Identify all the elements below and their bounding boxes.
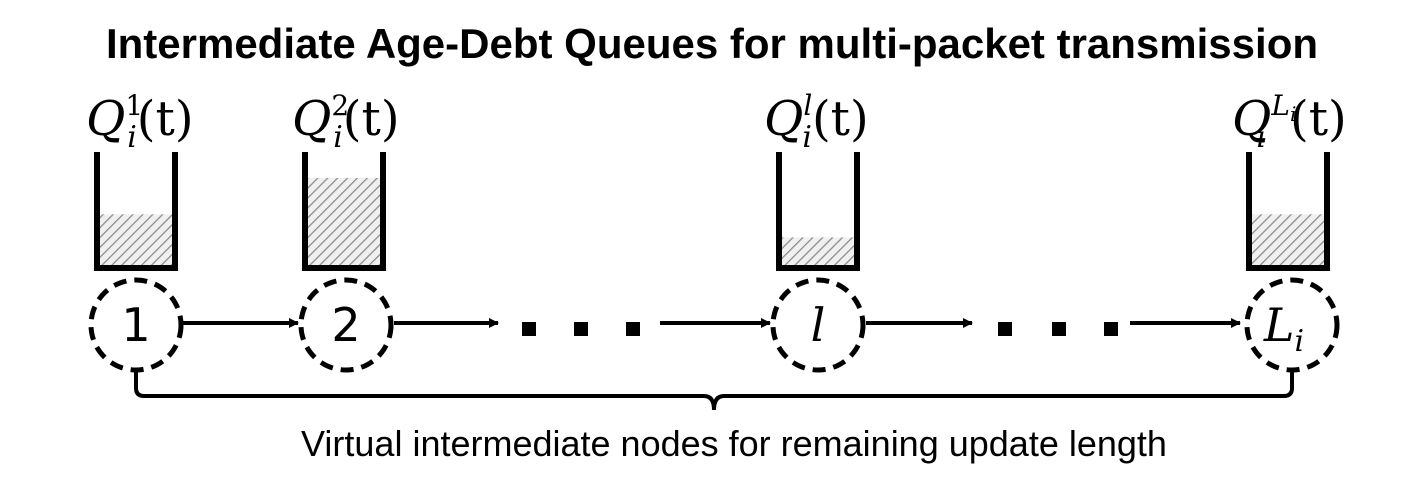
queue-outline-3 xyxy=(776,152,860,271)
queue-3 xyxy=(776,152,860,271)
queue-fill-1 xyxy=(99,214,173,266)
node-label-3: l xyxy=(811,298,826,352)
ellipsis-1 xyxy=(522,322,640,336)
ellipsis-2 xyxy=(998,322,1118,336)
queue-2 xyxy=(302,152,386,271)
node-label-4: Li xyxy=(1263,298,1304,359)
bottom-brace xyxy=(134,370,1294,411)
queues xyxy=(94,152,1330,271)
queue-fill-2 xyxy=(307,178,381,266)
queue-4 xyxy=(1246,152,1330,271)
queue-fill-3 xyxy=(781,237,855,266)
queue-outline-4 xyxy=(1246,152,1330,271)
node-label-2: 2 xyxy=(331,298,360,352)
node-1: 1 xyxy=(88,277,184,373)
nodes: 1 2 l Li xyxy=(88,277,1340,373)
queue-1 xyxy=(94,152,178,271)
node-circle-3 xyxy=(770,277,866,373)
queue-outline-2 xyxy=(302,152,386,271)
queue-outline-1 xyxy=(94,152,178,271)
node-3: l xyxy=(770,277,866,373)
node-circle-2 xyxy=(298,277,394,373)
brace-caption: Virtual intermediate nodes for remaining… xyxy=(301,423,1167,464)
queue-fill-4 xyxy=(1251,214,1325,266)
node-4: Li xyxy=(1244,277,1340,373)
node-label-1: 1 xyxy=(121,298,150,352)
node-2: 2 xyxy=(298,277,394,373)
diagram-title: Intermediate Age-Debt Queues for multi-p… xyxy=(106,20,1318,67)
